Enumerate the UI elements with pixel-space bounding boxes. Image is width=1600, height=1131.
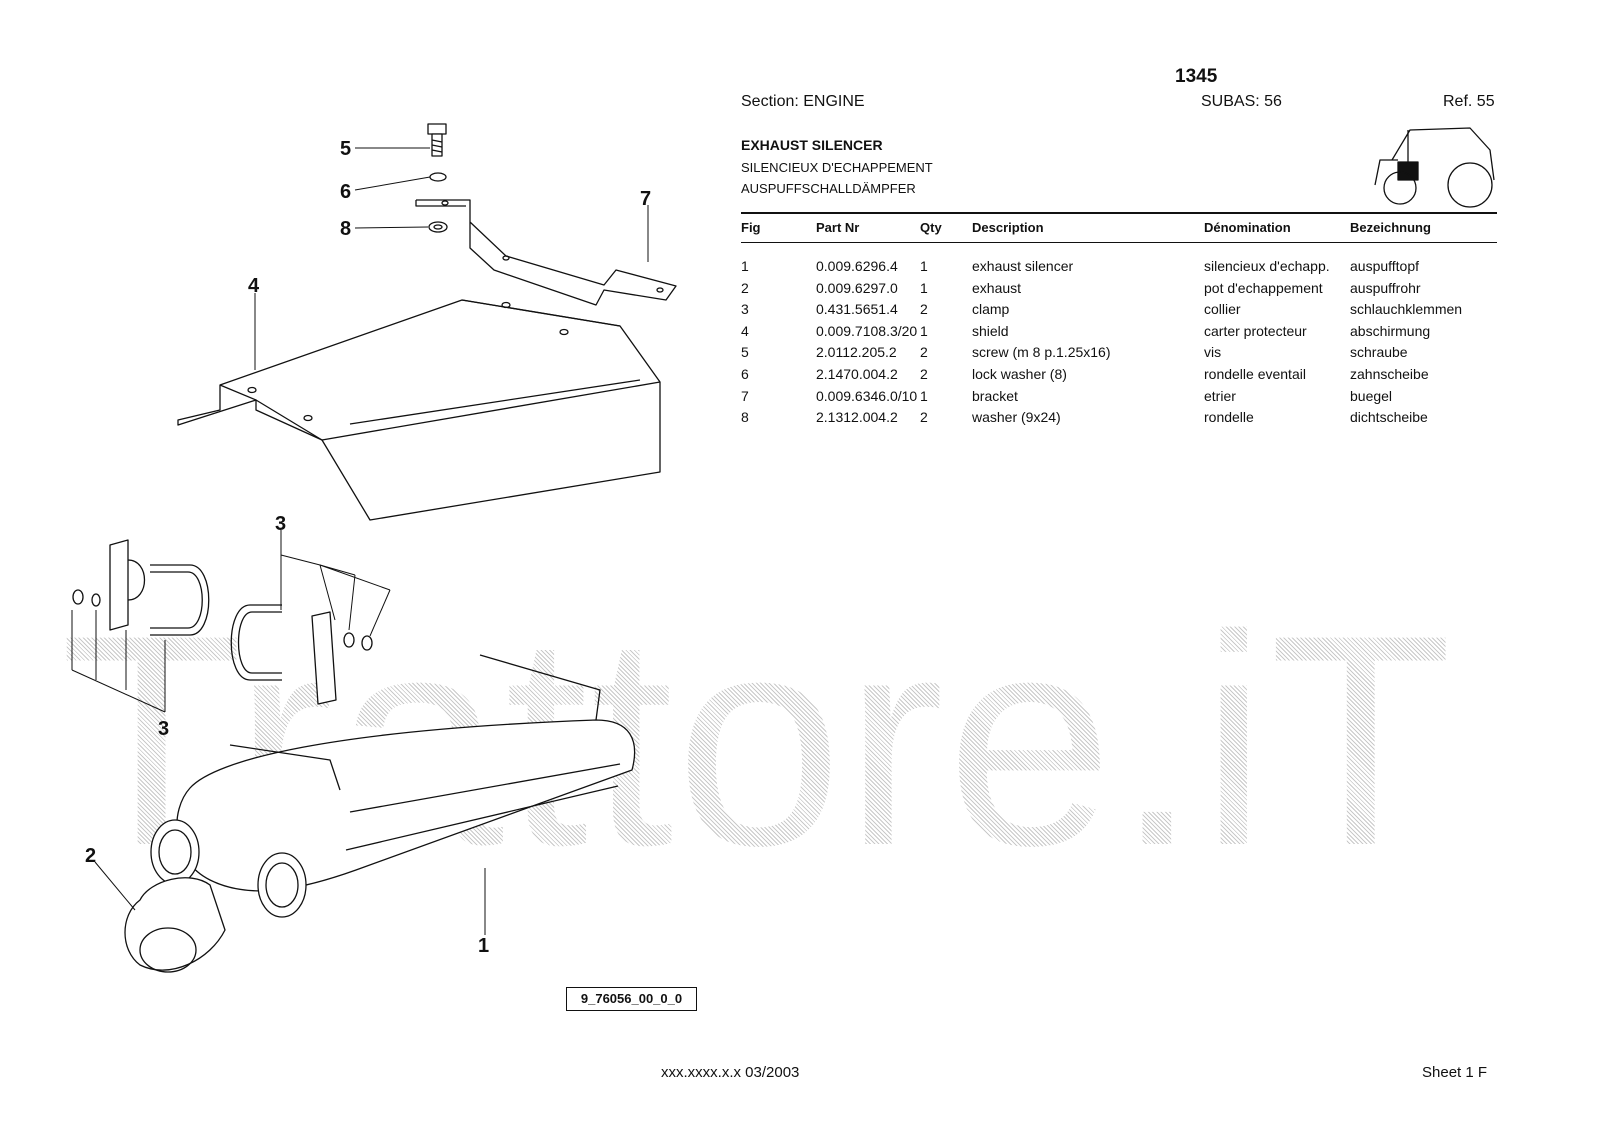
cell-description: shield <box>972 322 1009 339</box>
table-top-rule <box>741 212 1497 214</box>
cell-denomination: carter protecteur <box>1204 322 1307 339</box>
table-row: 5 2.0112.205.2 2 screw (m 8 p.1.25x16) vis sc… <box>0 344 1600 366</box>
part-lock-washer <box>429 172 447 182</box>
cell-denomination: silencieux d'echapp. <box>1204 258 1330 274</box>
table-row: 3 0.431.5651.4 2 clamp collier schlauchklemme… <box>0 301 1600 323</box>
cell-denomination: rondelle <box>1204 409 1254 426</box>
column-header-fig: Fig <box>741 220 761 235</box>
callout-5: 5 <box>340 138 351 160</box>
callout-7: 7 <box>640 188 651 210</box>
cell-description: exhaust <box>972 279 1022 296</box>
table-row: 1 0.009.6296.4 1 exhaust silencer silencieux… <box>0 258 1600 280</box>
cell-description: screw (m 8 p.1.25x16) <box>972 344 1111 361</box>
callout-6: 6 <box>340 181 351 203</box>
cell-qty: 1 <box>920 322 928 339</box>
part-silencer <box>150 654 636 918</box>
callout-3-lower: 3 <box>158 718 169 740</box>
cell-part-nr: 2.1312.004.2 <box>816 409 898 426</box>
cell-denomination: pot d'echappement <box>1204 279 1323 296</box>
title-german: AUSPUFFSCHALLDÄMPFER <box>741 181 916 196</box>
part-screw <box>427 123 447 157</box>
cell-description: exhaust silencer <box>972 258 1074 274</box>
cell-denomination: etrier <box>1204 387 1236 404</box>
table-header-rule <box>741 242 1497 243</box>
callout-8: 8 <box>340 218 351 240</box>
cell-description: bracket <box>972 387 1018 404</box>
page-number: 1345 <box>1175 66 1218 87</box>
column-header-part-nr: Part Nr <box>816 220 860 235</box>
callout-4: 4 <box>248 275 260 297</box>
cell-fig: 7 <box>741 387 749 404</box>
cell-qty: 2 <box>920 344 928 361</box>
drawing-code: 9_76056_00_0_0 <box>566 987 697 1011</box>
section-label: Section: ENGINE <box>741 93 865 110</box>
cell-part-nr: 2.1470.004.2 <box>816 366 898 382</box>
cell-qty: 2 <box>920 409 928 426</box>
cell-fig: 1 <box>741 258 749 274</box>
cell-part-nr: 2.0112.205.2 <box>816 344 897 361</box>
part-washer <box>428 221 448 233</box>
part-shield <box>177 299 661 521</box>
cell-bezeichnung: schlauchklemmen <box>1350 301 1463 318</box>
subas-label: SUBAS: 56 <box>1201 93 1282 110</box>
footer-sheet: Sheet 1 F <box>1422 1064 1488 1081</box>
cell-part-nr: 0.009.6297.0 <box>816 279 898 296</box>
title-french: SILENCIEUX D'ECHAPPEMENT <box>741 160 933 175</box>
cell-fig: 5 <box>741 344 749 361</box>
footer-code: xxx.xxxx.x.x 03/2003 <box>661 1064 800 1081</box>
cell-bezeichnung: schraube <box>1350 344 1408 361</box>
cell-fig: 6 <box>741 366 749 382</box>
part-clamp-left <box>109 539 210 636</box>
cell-fig: 2 <box>741 279 749 296</box>
callout-1: 1 <box>478 935 489 957</box>
cell-description: clamp <box>972 301 1010 318</box>
cell-qty: 2 <box>920 301 928 318</box>
column-header-description: Description <box>972 220 1044 235</box>
cell-description: lock washer (8) <box>972 366 1067 382</box>
cell-fig: 4 <box>741 322 749 339</box>
cell-fig: 3 <box>741 301 749 318</box>
part-bracket <box>415 199 677 306</box>
cell-part-nr: 0.009.6296.4 <box>816 258 898 274</box>
column-header-bezeichnung: Bezeichnung <box>1350 220 1431 235</box>
cell-fig: 8 <box>741 409 749 426</box>
cell-bezeichnung: dichtscheibe <box>1350 409 1428 426</box>
table-row: 2 0.009.6297.0 1 exhaust pot d'echappement au… <box>0 280 1600 302</box>
tractor-icon <box>1374 127 1495 208</box>
cell-qty: 1 <box>920 279 928 296</box>
cell-bezeichnung: auspuffrohr <box>1350 279 1421 296</box>
cell-qty: 1 <box>920 387 928 404</box>
cell-part-nr: 0.009.6346.0/10 <box>816 387 918 404</box>
cell-bezeichnung: buegel <box>1350 387 1393 404</box>
cell-description: washer (9x24) <box>972 409 1061 426</box>
callout-3-upper: 3 <box>275 513 286 535</box>
table-row: 6 2.1470.004.2 2 lock washer (8) rondelle ev… <box>0 366 1600 388</box>
cell-denomination: rondelle eventail <box>1204 366 1306 382</box>
cell-part-nr: 0.009.7108.3/20 <box>816 322 918 339</box>
part-exhaust-pipe <box>124 877 226 973</box>
cell-qty: 1 <box>920 258 928 274</box>
cell-bezeichnung: auspufftopf <box>1350 258 1420 274</box>
cell-part-nr: 0.431.5651.4 <box>816 301 898 318</box>
cell-denomination: vis <box>1204 344 1222 361</box>
title-english: EXHAUST SILENCER <box>741 137 883 153</box>
cell-denomination: collier <box>1204 301 1241 318</box>
cell-bezeichnung: zahnscheibe <box>1350 366 1429 382</box>
ref-label: Ref. 55 <box>1443 93 1495 110</box>
column-header-denomination: Dénomination <box>1204 220 1291 235</box>
table-row: 8 2.1312.004.2 2 washer (9x24) rondelle dicht… <box>0 409 1600 431</box>
column-header-qty: Qty <box>920 220 942 235</box>
callout-2: 2 <box>85 845 96 867</box>
part-clamp-right <box>230 604 337 705</box>
cell-bezeichnung: abschirmung <box>1350 322 1431 339</box>
cell-qty: 2 <box>920 366 928 382</box>
